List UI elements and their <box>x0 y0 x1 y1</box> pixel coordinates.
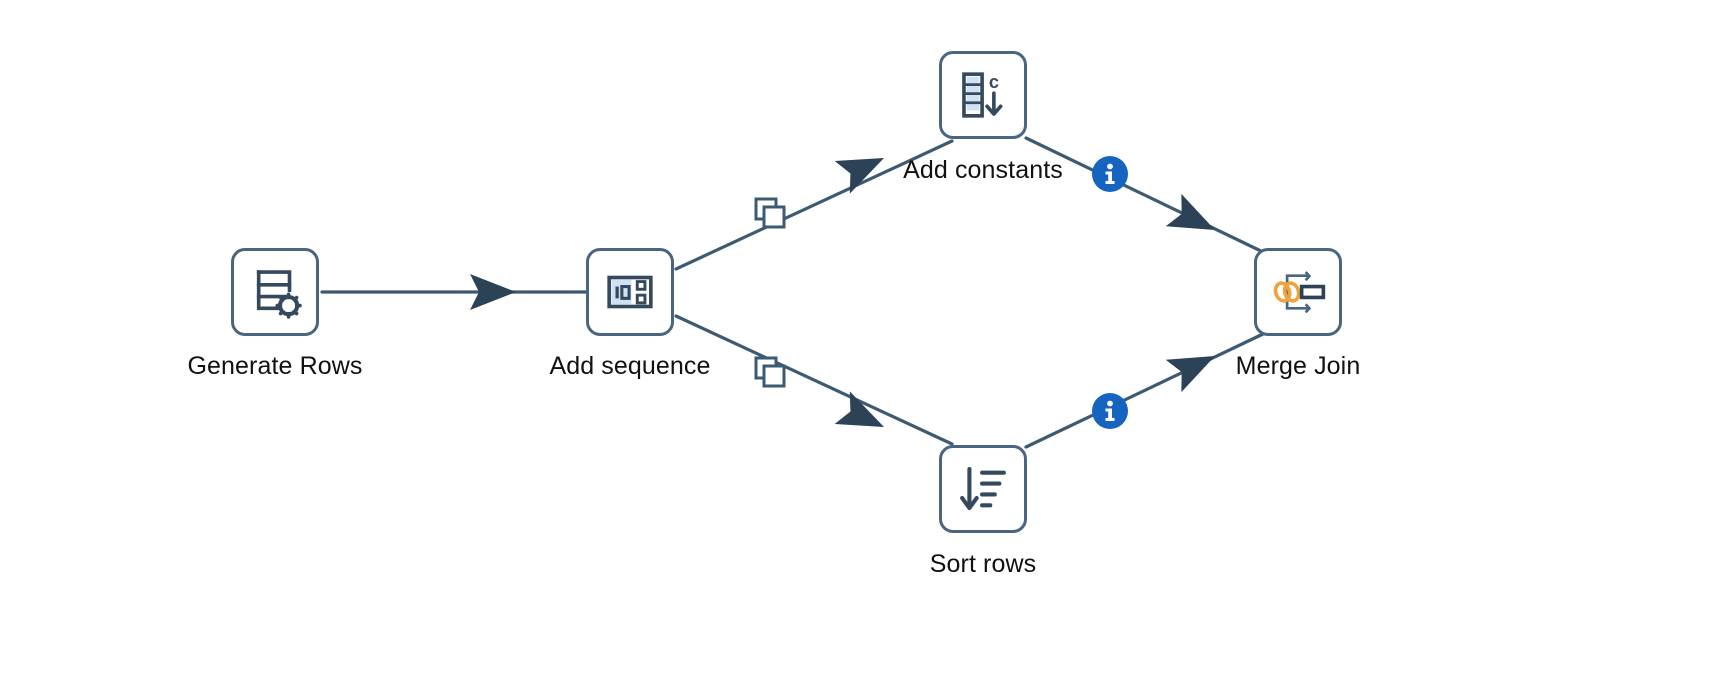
node-label-add-constants: Add constants <box>903 156 1063 184</box>
arrowhead-to-add-sequence <box>470 274 516 310</box>
node-generate-rows[interactable] <box>231 248 319 336</box>
hop-arrowheads <box>470 158 1215 427</box>
add-constants-icon: c <box>962 72 1003 118</box>
down-arrow-icon <box>985 91 1003 116</box>
hop-badge-info-top[interactable] <box>1091 155 1129 193</box>
add-sequence-icon <box>607 275 653 309</box>
hop-add-sequence-to-sort-rows-line <box>674 314 954 446</box>
hop-badge-info-bottom[interactable] <box>1091 392 1129 430</box>
info-icon <box>1092 156 1128 192</box>
copy-icon <box>754 197 786 229</box>
hop-lines <box>320 136 1265 449</box>
node-add-constants[interactable]: c <box>939 51 1027 139</box>
arrowhead-to-sort-rows <box>834 391 884 427</box>
arrowhead-to-add-constants <box>834 158 884 194</box>
hop-add-sequence-to-add-constants-line <box>674 139 954 271</box>
join-output-box <box>1299 284 1326 300</box>
constant-letter-c: c <box>989 72 999 92</box>
node-merge-join[interactable] <box>1254 248 1342 336</box>
chain-link-icon <box>1273 281 1301 303</box>
generate-rows-icon <box>256 270 302 319</box>
node-label-add-sequence: Add sequence <box>549 352 711 380</box>
sort-rows-icon <box>960 467 1006 511</box>
sort-lines <box>980 470 1006 508</box>
node-label-sort-rows: Sort rows <box>929 550 1037 578</box>
gear-icon <box>275 292 302 319</box>
hop-add-constants-to-merge-join-line <box>1024 136 1265 254</box>
node-label-generate-rows: Generate Rows <box>187 352 363 380</box>
copy-icon <box>754 356 786 388</box>
hop-badge-copy-bottom[interactable] <box>753 355 787 389</box>
arrowhead-to-merge-join-bottom <box>1165 356 1215 393</box>
descending-arrow-icon <box>960 467 979 511</box>
info-icon <box>1092 393 1128 429</box>
node-add-sequence[interactable] <box>586 248 674 336</box>
hop-badge-copy-top[interactable] <box>753 196 787 230</box>
node-sort-rows[interactable] <box>939 445 1027 533</box>
merge-join-icon <box>1273 271 1326 314</box>
node-label-merge-join: Merge Join <box>1235 352 1361 380</box>
column-stack <box>962 72 984 118</box>
digit-one-zero <box>615 285 631 300</box>
hop-sort-rows-to-merge-join-line <box>1024 332 1265 449</box>
arrowhead-to-merge-join-top <box>1165 193 1215 230</box>
